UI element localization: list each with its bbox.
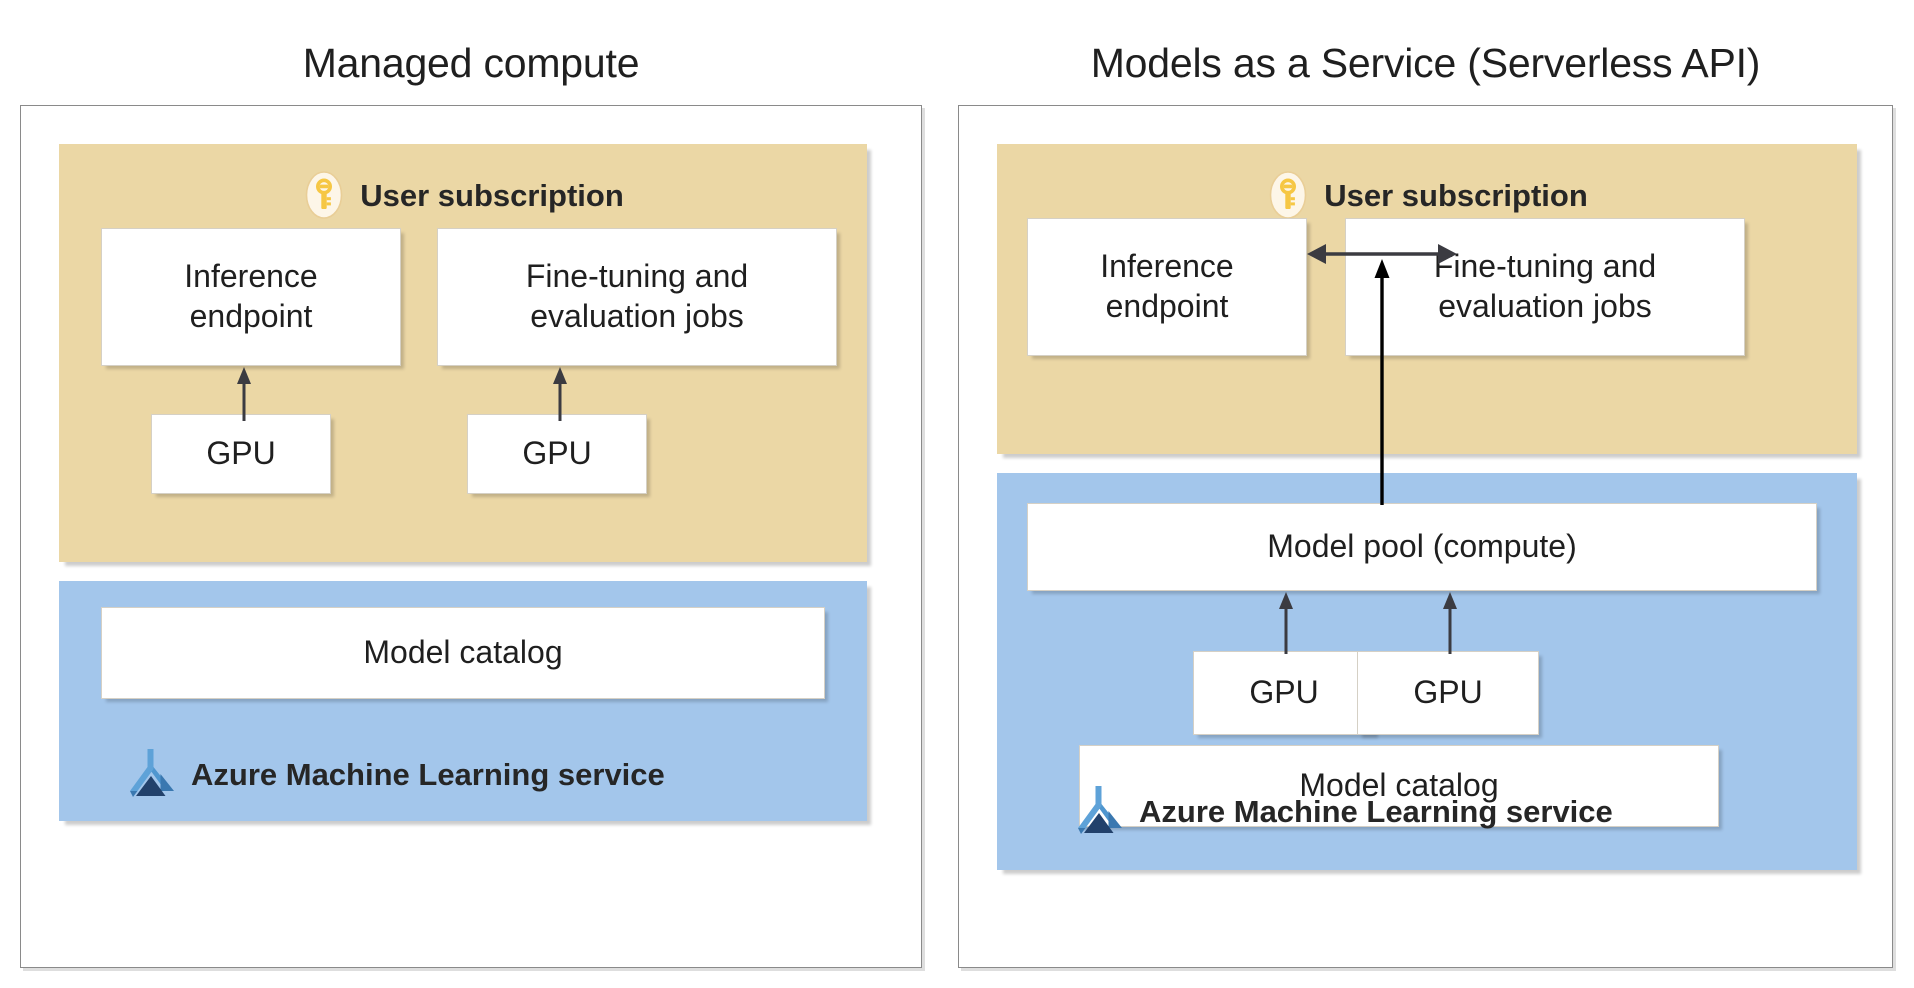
node-line: GPU bbox=[206, 435, 276, 472]
azure-machine-learning-icon bbox=[130, 749, 174, 797]
group-header-label: User subscription bbox=[1324, 177, 1588, 213]
group-azure-ml-service-left: Model catalog Azure Machine Learning ser… bbox=[59, 581, 867, 821]
group-header-azure-ml-service-left: Azure Machine Learning service bbox=[127, 747, 665, 801]
node-line: Model catalog bbox=[1299, 767, 1499, 804]
group-header-label: User subscription bbox=[360, 177, 624, 213]
node-line: evaluation jobs bbox=[1438, 288, 1652, 324]
arrow-gpu2-to-fine-tuning-jobs bbox=[551, 365, 569, 421]
group-header-label: Azure Machine Learning service bbox=[1139, 793, 1613, 829]
arrow-gpu1-to-inference-endpoint bbox=[235, 365, 253, 421]
group-user-subscription-right: User subscription Inference endpoint Fin… bbox=[997, 144, 1857, 454]
node-gpu-1[interactable]: GPU bbox=[151, 414, 331, 494]
node-line: Fine-tuning and bbox=[1433, 248, 1657, 285]
node-inference-endpoint[interactable]: Inference endpoint bbox=[1027, 218, 1307, 356]
node-model-catalog[interactable]: Model catalog bbox=[1079, 745, 1719, 827]
key-icon bbox=[305, 171, 343, 219]
group-header-user-subscription-left: User subscription bbox=[59, 170, 867, 220]
node-model-catalog[interactable]: Model catalog bbox=[101, 607, 825, 699]
group-header-label: Azure Machine Learning service bbox=[191, 756, 665, 792]
node-fine-tuning-and-evaluation-jobs[interactable]: Fine-tuning and evaluation jobs bbox=[1345, 218, 1745, 356]
node-line: endpoint bbox=[189, 298, 313, 334]
node-model-pool-compute[interactable]: Model pool (compute) bbox=[1027, 503, 1817, 591]
azure-machine-learning-icon bbox=[1078, 786, 1122, 834]
node-line: Fine-tuning and bbox=[525, 258, 749, 295]
node-inference-endpoint[interactable]: Inference endpoint bbox=[101, 228, 401, 366]
node-fine-tuning-and-evaluation-jobs[interactable]: Fine-tuning and evaluation jobs bbox=[437, 228, 837, 366]
node-gpu-1[interactable]: GPU bbox=[1193, 651, 1375, 735]
panel-title-models-as-a-service: Models as a Service (Serverless API) bbox=[1090, 40, 1761, 86]
node-line: endpoint bbox=[1105, 288, 1229, 324]
node-line: GPU bbox=[1413, 674, 1483, 711]
group-header-azure-ml-service-right: Azure Machine Learning service bbox=[1075, 784, 1613, 838]
node-line: Inference bbox=[1100, 248, 1234, 285]
group-azure-ml-service-right: Model pool (compute) GPU GPU Model catal… bbox=[997, 473, 1857, 870]
arrow-gpu1-to-model-pool bbox=[1277, 590, 1295, 654]
panel-managed-compute: User subscription Inference endpoint Fin… bbox=[20, 105, 922, 968]
panel-title-managed-compute: Managed compute bbox=[302, 40, 640, 86]
arrow-gpu2-to-model-pool bbox=[1441, 590, 1459, 654]
panel-models-as-a-service: User subscription Inference endpoint Fin… bbox=[958, 105, 1893, 968]
node-line: Model pool (compute) bbox=[1267, 528, 1577, 565]
node-gpu-2[interactable]: GPU bbox=[467, 414, 647, 494]
key-icon bbox=[1269, 171, 1307, 219]
node-line: GPU bbox=[522, 435, 592, 472]
node-line: Model catalog bbox=[363, 634, 563, 671]
node-line: Inference bbox=[184, 258, 318, 295]
node-line: evaluation jobs bbox=[530, 298, 744, 334]
group-header-user-subscription-right: User subscription bbox=[997, 170, 1857, 220]
node-gpu-2[interactable]: GPU bbox=[1357, 651, 1539, 735]
node-line: GPU bbox=[1249, 674, 1319, 711]
group-user-subscription-left: User subscription Inference endpoint Fin… bbox=[59, 144, 867, 562]
